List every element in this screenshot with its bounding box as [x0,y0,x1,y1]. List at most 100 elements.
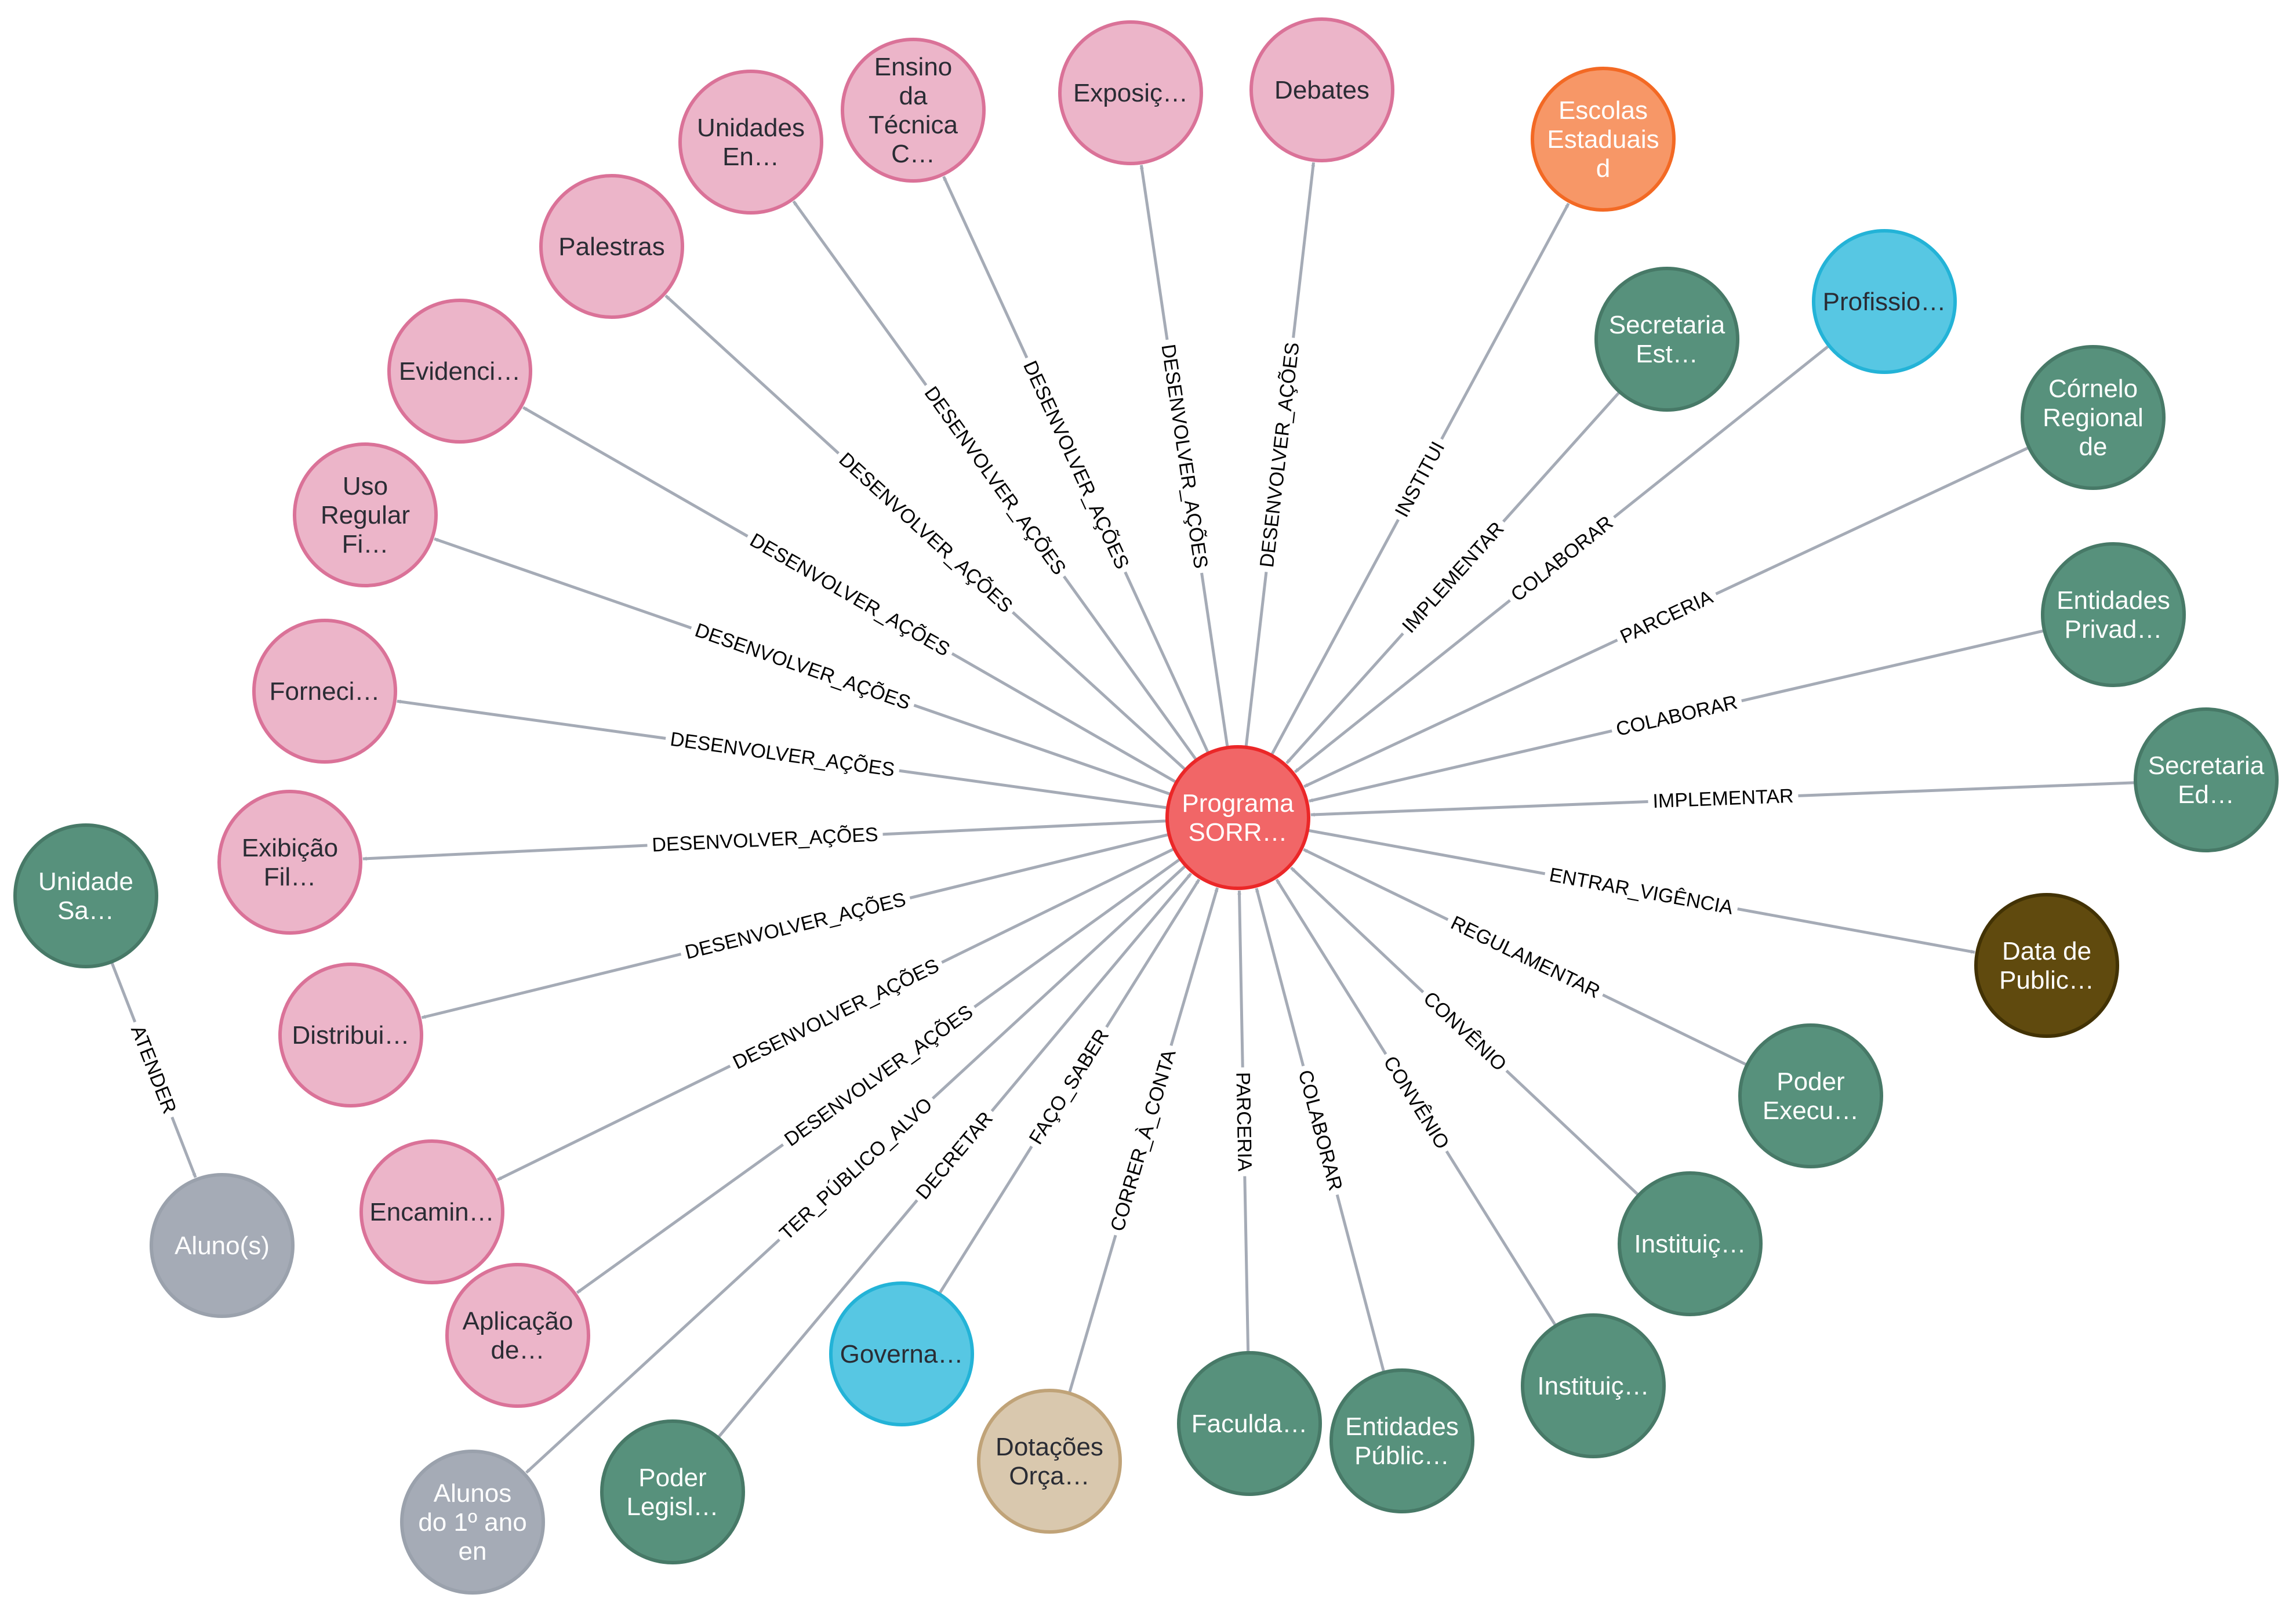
node-circle[interactable] [829,1281,974,1426]
node-circle[interactable] [539,174,684,319]
edge-label-text: CONVÊNIO [1419,987,1510,1076]
edge-entidades-public-center[interactable]: COLABORAR [1255,888,1386,1373]
node-entidades-privad[interactable]: EntidadesPrivad… [2041,542,2186,687]
node-circle[interactable] [445,1263,590,1408]
node-circle[interactable] [1165,745,1310,890]
node-faculda[interactable]: Faculda… [1177,1351,1322,1496]
node-label: Ensino [874,53,953,81]
node-debates[interactable]: Debates [1249,17,1394,162]
edge-label-text: DESENVOLVER_AÇÕES [746,529,954,660]
edge-label-atender: ATENDER [123,1017,184,1122]
edge-secretaria-est-center[interactable]: IMPLEMENTAR [1285,391,1621,764]
node-circle[interactable] [678,70,823,215]
edge-faculda-center[interactable]: PARCERIA [1230,890,1258,1353]
edge-label-institui: INSTITUI [1387,433,1453,526]
node-circle[interactable] [1594,267,1739,412]
edge-label-background [1609,688,1745,743]
edge-label-background [771,1089,942,1249]
node-circle[interactable] [977,1389,1122,1534]
node-aplicacao[interactable]: Aplicaçãode… [445,1263,590,1408]
node-unidades-en[interactable]: UnidadesEn… [678,70,823,215]
node-dotacoes[interactable]: DotaçõesOrça… [977,1389,1122,1534]
node-secretaria-ed[interactable]: SecretariaEd… [2134,707,2279,852]
node-circle[interactable] [387,299,532,444]
node-poder-legisl[interactable]: PoderLegisl… [600,1419,745,1564]
edge-secretaria-ed-center[interactable]: IMPLEMENTAR [1310,781,2136,817]
edge-label-text: COLABORAR [1507,511,1618,606]
node-governa[interactable]: Governa… [829,1281,974,1426]
node-circle[interactable] [2134,707,2279,852]
node-circle[interactable] [217,790,362,935]
node-evidenci[interactable]: Evidenci… [387,299,532,444]
node-ensino-tecnica[interactable]: EnsinodaTécnicaC… [841,38,986,183]
edge-poder-execu-center[interactable]: REGULAMENTAR [1303,848,1748,1066]
node-circle[interactable] [2021,345,2166,490]
node-encamin[interactable]: Encamin… [359,1139,504,1284]
node-uso-regular[interactable]: UsoRegularFi… [293,442,438,587]
edge-center-distribui[interactable]: DESENVOLVER_AÇÕES [421,833,1170,1019]
edge-label-text: IMPLEMENTAR [1398,518,1509,637]
edge-dotacoes-center[interactable]: CORRER_À_CONTA [1067,887,1219,1394]
edge-center-data-public[interactable]: ENTRAR_VIGÊNCIA [1307,829,1975,954]
node-data-public[interactable]: Data dePublic… [1974,893,2119,1038]
node-circle[interactable] [841,38,986,183]
node-label: Córnelo [2048,375,2138,403]
node-circle[interactable] [1618,1171,1763,1316]
node-label: Dotações [996,1433,1103,1461]
node-distribui[interactable]: Distribui… [278,963,423,1107]
node-exposic[interactable]: Exposiç… [1058,20,1203,165]
edge-label-background [1502,507,1622,611]
node-circle[interactable] [1058,20,1203,165]
node-secretaria-est[interactable]: SecretariaEst… [1594,267,1739,412]
edge-center-exibicao[interactable]: DESENVOLVER_AÇÕES [362,819,1168,861]
node-label: Forneci… [270,677,380,706]
node-circle[interactable] [1177,1351,1322,1496]
node-circle[interactable] [1738,1023,1883,1168]
node-circle[interactable] [1249,17,1394,162]
node-center[interactable]: ProgramaSORR… [1165,745,1310,890]
node-alunos[interactable]: Aluno(s) [150,1173,295,1318]
node-profissio[interactable]: Profissio… [1812,229,1957,374]
node-circle[interactable] [252,619,397,764]
node-unidade-sa[interactable]: UnidadeSa… [13,823,158,968]
node-forneci[interactable]: Forneci… [252,619,397,764]
node-label: Unidades [697,114,805,142]
node-label: Execu… [1763,1096,1859,1125]
edge-label-text: TER_PÚBLICO_ALVO [775,1094,936,1244]
node-circle[interactable] [2041,542,2186,687]
node-circle[interactable] [13,823,158,968]
node-label: Data de [2002,937,2091,965]
node-poder-execu[interactable]: PoderExecu… [1738,1023,1883,1168]
edge-label-background [664,725,901,783]
node-circle[interactable] [1531,67,1676,212]
edge-profissio-center[interactable]: COLABORAR [1294,344,1830,774]
node-circle[interactable] [293,442,438,587]
node-circle[interactable] [1329,1368,1474,1513]
node-circle[interactable] [600,1419,745,1564]
edge-label-background [1154,337,1215,575]
node-circle[interactable] [400,1450,545,1595]
node-circle[interactable] [1812,229,1957,374]
edge-label-regulamentar: REGULAMENTAR [1442,908,1608,1007]
node-instituic-2[interactable]: Instituiç… [1521,1313,1666,1458]
edge-unidade-sa-alunos[interactable]: ATENDER [110,961,197,1178]
node-circle[interactable] [1974,893,2119,1038]
edge-center-debates[interactable]: DESENVOLVER_AÇÕES [1244,162,1316,748]
node-palestras[interactable]: Palestras [539,174,684,319]
node-label: Governa… [840,1340,964,1368]
node-circle[interactable] [359,1139,504,1284]
node-exibicao[interactable]: ExibiçãoFil… [217,790,362,935]
node-label: Palestras [558,233,664,261]
node-instituic-1[interactable]: Instituiç… [1618,1171,1763,1316]
node-circle[interactable] [278,963,423,1107]
node-circle[interactable] [1521,1313,1666,1458]
edge-center-exposic[interactable]: DESENVOLVER_AÇÕES [1139,165,1229,748]
edge-entidades-privad-center[interactable]: COLABORAR [1309,629,2045,803]
node-entidades-public[interactable]: EntidadesPúblic… [1329,1368,1474,1513]
edge-label-text: PARCERIA [1617,586,1717,648]
node-circle[interactable] [150,1173,295,1318]
